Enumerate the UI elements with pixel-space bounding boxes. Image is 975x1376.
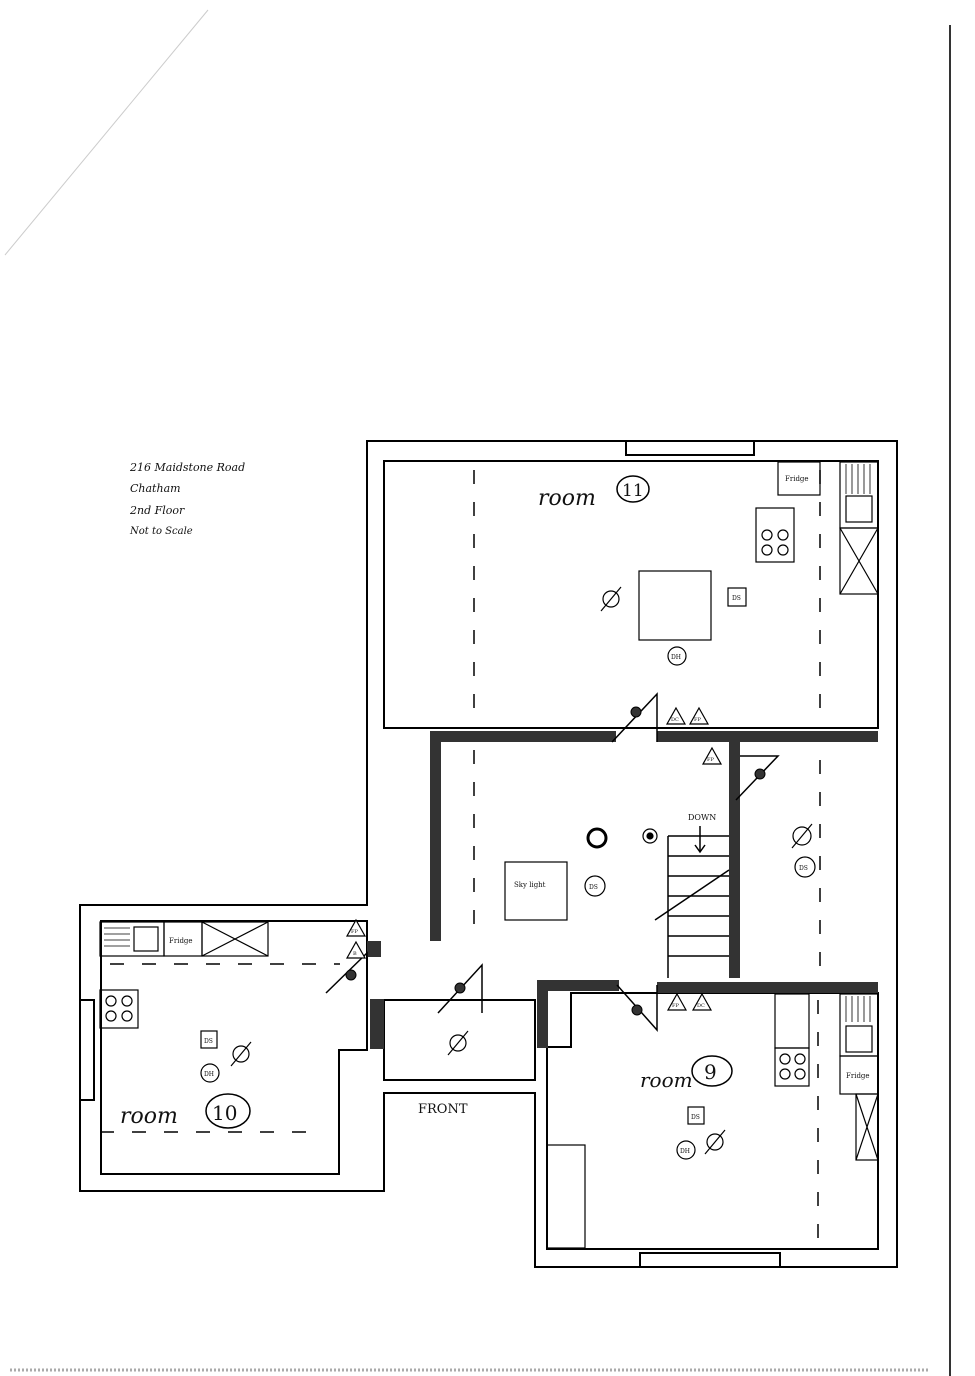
ds-icon <box>200 1030 218 1049</box>
fridge-label: Fridge <box>785 475 809 483</box>
door-closer-icon <box>754 768 766 780</box>
fire-sign-label: FP <box>694 717 701 723</box>
note-address: 216 Maidstone Road <box>130 461 246 474</box>
blank-circle-icon <box>232 1045 250 1063</box>
lobby-wall-top <box>537 980 619 991</box>
fire-sign-label: B <box>353 951 357 957</box>
hob-room-10 <box>99 989 139 1029</box>
fire-sign-label: DC <box>697 1003 705 1009</box>
window-room-9 <box>639 1252 781 1267</box>
door-lobby <box>437 963 483 1014</box>
door-room-10 <box>325 951 368 994</box>
hob-room-11 <box>755 507 795 563</box>
fire-sign-icon <box>688 706 710 725</box>
landing-wall-pier <box>367 941 381 957</box>
lobby-wall-right <box>537 980 548 1048</box>
dh-label: DH <box>680 1148 690 1155</box>
room-10-label: room <box>120 1104 178 1129</box>
dh-label: DH <box>671 654 681 661</box>
room-9-number: 9 <box>704 1060 717 1084</box>
skylight-label: Sky light <box>514 881 546 889</box>
window-room-10 <box>80 999 95 1101</box>
window-room-11 <box>625 441 755 456</box>
fire-sign-icon <box>345 918 367 937</box>
staircase <box>654 826 730 978</box>
fire-sign-label: DC <box>671 717 679 723</box>
note-town: Chatham <box>130 482 181 495</box>
blank-circle-icon <box>706 1133 724 1151</box>
dh-label: DH <box>204 1071 214 1078</box>
room-11-number-circle <box>616 475 650 503</box>
alarm-icon <box>642 828 658 844</box>
door-room-11 <box>611 692 658 743</box>
room-11-wall <box>383 460 879 729</box>
fire-sign-label: FP <box>707 757 714 763</box>
dh-icon <box>200 1063 220 1083</box>
ds-label: DS <box>799 865 808 872</box>
room-10-number: 10 <box>212 1101 237 1125</box>
fridge-label: Fridge <box>169 937 193 945</box>
ds-label: DS <box>691 1114 700 1121</box>
door-closer-icon <box>454 982 466 994</box>
worktop-room-9b <box>855 1093 879 1161</box>
landing-wall-top-right <box>657 731 878 742</box>
ds-icon <box>727 587 747 607</box>
ds-label: DS <box>589 884 598 891</box>
fire-sign-label: FP <box>351 929 358 935</box>
room-11-label: room <box>538 486 596 511</box>
room-11-number: 11 <box>622 481 644 501</box>
blank-circle-icon <box>602 590 620 608</box>
skylight-landing <box>504 861 568 921</box>
room-10-number-circle <box>205 1093 251 1129</box>
door-room-11b <box>735 755 780 801</box>
fire-sign-icon <box>345 940 367 959</box>
fire-sign-icon <box>666 992 688 1011</box>
cupboard-room-9 <box>546 1144 586 1249</box>
fire-sign-label: FP <box>672 1003 679 1009</box>
dh-icon <box>667 646 687 666</box>
stair-wall <box>729 742 740 978</box>
fire-sign-icon <box>701 746 723 765</box>
door-closer-icon <box>345 969 357 981</box>
landing-wall-top-left <box>440 731 616 742</box>
fridge-label: Fridge <box>846 1072 870 1080</box>
room-9-wall <box>546 992 879 1250</box>
ds-icon <box>584 875 606 897</box>
blank-circle-icon <box>792 826 812 846</box>
door-closer-icon <box>631 1004 643 1016</box>
stairs-down-label: DOWN <box>688 813 716 822</box>
room-9-number-circle <box>691 1055 733 1087</box>
door-closer-icon <box>630 706 642 718</box>
room-9-top-wall <box>657 982 878 993</box>
room-10-wall <box>100 920 368 1175</box>
door-room-9 <box>616 984 658 1032</box>
note-floor: 2nd Floor <box>130 504 185 517</box>
ds-icon <box>794 856 816 878</box>
worktop-room-11 <box>839 527 879 595</box>
worktop-room-9 <box>774 993 810 1049</box>
front-label: FRONT <box>418 1102 468 1117</box>
lobby-wall <box>383 999 536 1081</box>
fire-sign-icon <box>665 706 687 725</box>
hob-room-9 <box>774 1047 810 1087</box>
scan-streak <box>4 9 209 256</box>
ds-label: DS <box>732 595 741 602</box>
ds-icon <box>687 1106 705 1125</box>
skylight-room-11 <box>638 570 712 641</box>
worktop-room-10 <box>201 921 269 957</box>
room-9-label: room <box>640 1068 693 1092</box>
landing-wall-left <box>430 731 441 941</box>
note-scale: Not to Scale <box>130 526 193 537</box>
blank-circle-icon <box>449 1034 467 1052</box>
ds-label: DS <box>204 1038 213 1045</box>
lobby-wall-left <box>370 999 384 1049</box>
fridge-room-11 <box>777 461 821 496</box>
smoke-detector-icon <box>586 827 608 849</box>
dh-icon <box>676 1140 696 1160</box>
outer-wall <box>79 440 898 1268</box>
fire-sign-icon <box>691 992 713 1011</box>
